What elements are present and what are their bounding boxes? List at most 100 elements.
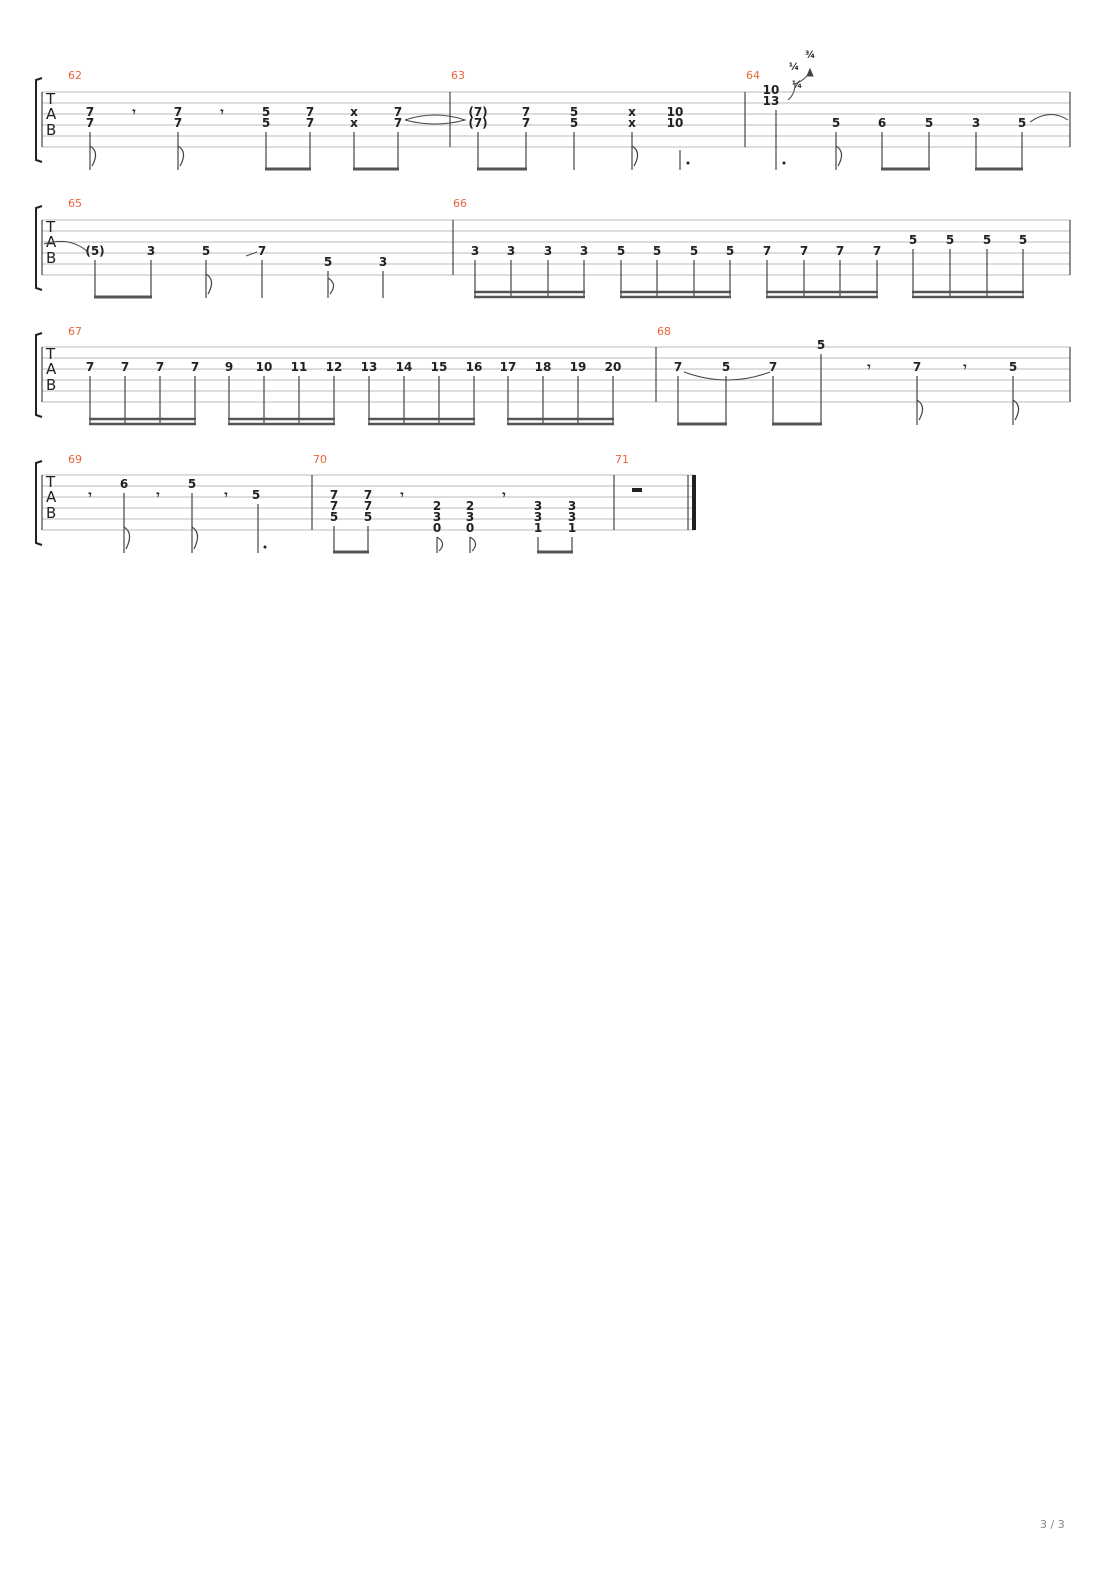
fret-number: 2	[466, 499, 474, 513]
stems-65	[94, 260, 384, 298]
fret-number: 5	[364, 510, 372, 524]
fret-number: 6	[120, 477, 128, 491]
fret-number: 17	[500, 360, 517, 374]
fret-number: 5	[202, 244, 210, 258]
tab-clef-b: B	[46, 376, 56, 394]
stems-64	[775, 110, 1023, 170]
fret-number: 5	[262, 116, 270, 130]
measure-number: 68	[657, 325, 671, 338]
fret-number: 3	[568, 510, 576, 524]
fret-number: 10	[667, 105, 684, 119]
system-bracket	[35, 77, 43, 163]
fret-number: 7	[364, 499, 372, 513]
system-bracket	[35, 460, 43, 546]
fret-number: 2	[433, 499, 441, 513]
fret-number: 7	[873, 244, 881, 258]
fret-number: 7	[191, 360, 199, 374]
measure-66: 3 3 3 3 5 5 5 5 7 7 7 7 5 5 5 5	[471, 233, 1027, 258]
dot	[263, 545, 267, 549]
fret-number: 5	[722, 360, 730, 374]
fret-number: 7	[800, 244, 808, 258]
fret-number: 7	[674, 360, 682, 374]
fret-number: 5	[1009, 360, 1017, 374]
tie	[404, 114, 467, 125]
system-bracket	[35, 332, 43, 418]
fret-number: 5	[262, 105, 270, 119]
fret-number: 13	[763, 94, 780, 108]
fret-number: 18	[535, 360, 552, 374]
stems-67	[89, 376, 614, 425]
fret-number: 7	[258, 244, 266, 258]
fret-number: 5	[909, 233, 917, 247]
stems-70	[333, 526, 573, 553]
fret-number: 3	[534, 510, 542, 524]
rest-symbol: 𝄾	[155, 488, 160, 502]
fret-number: x	[628, 105, 636, 119]
fret-number: 3	[147, 244, 155, 258]
measure-number: 64	[746, 69, 760, 82]
dot	[686, 161, 690, 165]
bend-arrow	[787, 67, 814, 101]
beams-67	[89, 417, 614, 426]
fret-number: 7	[394, 116, 402, 130]
fret-number: 7	[306, 116, 314, 130]
fret-number: 3	[507, 244, 515, 258]
measure-67: 7 7 7 7 9 10 11 12 13 14 15 16 17 18 19 …	[86, 360, 622, 374]
fret-number: 3	[471, 244, 479, 258]
slide	[245, 251, 258, 257]
tab-clef-t: T	[45, 218, 56, 236]
fret-number: (5)	[85, 244, 104, 258]
fret-number: 3	[580, 244, 588, 258]
fret-number: 20	[605, 360, 622, 374]
fret-number: 15	[431, 360, 448, 374]
rest-symbol: 𝄾	[87, 488, 92, 502]
tab-clef-b: B	[46, 249, 56, 267]
dot	[782, 161, 786, 165]
fret-number: 10	[763, 83, 780, 97]
bend-label: ¼	[789, 61, 799, 73]
fret-number: x	[350, 116, 358, 130]
fret-number: 5	[653, 244, 661, 258]
staff-lines	[42, 346, 1070, 403]
fret-number: 5	[617, 244, 625, 258]
fret-number: 14	[396, 360, 413, 374]
fret-number: 7	[330, 499, 338, 513]
fret-number: 5	[330, 510, 338, 524]
fret-number: 6	[878, 116, 886, 130]
tab-clef-b: B	[46, 121, 56, 139]
beams-66	[474, 290, 1024, 299]
fret-number: 7	[522, 105, 530, 119]
fret-number: (7)	[468, 116, 487, 130]
fret-number: 5	[983, 233, 991, 247]
measure-64: 10 13 5 6 5 3 5 ¾ ¼ ¼	[763, 50, 1027, 130]
fret-number: 10	[667, 116, 684, 130]
system-4: T A B 69 70 71 6 5 5 𝄾 𝄾 𝄾 7 7 5 7 7 5	[35, 453, 696, 554]
fret-number: 7	[763, 244, 771, 258]
fret-number: 5	[570, 116, 578, 130]
fret-number: 7	[306, 105, 314, 119]
fret-number: 11	[291, 360, 308, 374]
fret-number: 9	[225, 360, 233, 374]
fret-number: x	[628, 116, 636, 130]
measure-number: 67	[68, 325, 82, 338]
final-barline	[692, 475, 696, 530]
fret-number: 0	[433, 521, 441, 535]
tab-clef-b: B	[46, 504, 56, 522]
fret-number: x	[350, 105, 358, 119]
fret-number: 7	[86, 105, 94, 119]
staff-lines	[42, 219, 1070, 276]
fret-number: 7	[522, 116, 530, 130]
tab-clef-a: A	[46, 360, 57, 378]
fret-number: 7	[330, 488, 338, 502]
measure-number: 69	[68, 453, 82, 466]
fret-number: 3	[433, 510, 441, 524]
fret-number: 3	[972, 116, 980, 130]
fret-number: 5	[817, 338, 825, 352]
measure-number: 70	[313, 453, 327, 466]
measure-number: 65	[68, 197, 82, 210]
rest-symbol: 𝄾	[223, 488, 228, 502]
rest-symbol: 𝄾	[962, 360, 967, 374]
fret-number: 1	[568, 521, 576, 535]
rest-symbol: 𝄾	[219, 105, 224, 119]
fret-number: 5	[726, 244, 734, 258]
